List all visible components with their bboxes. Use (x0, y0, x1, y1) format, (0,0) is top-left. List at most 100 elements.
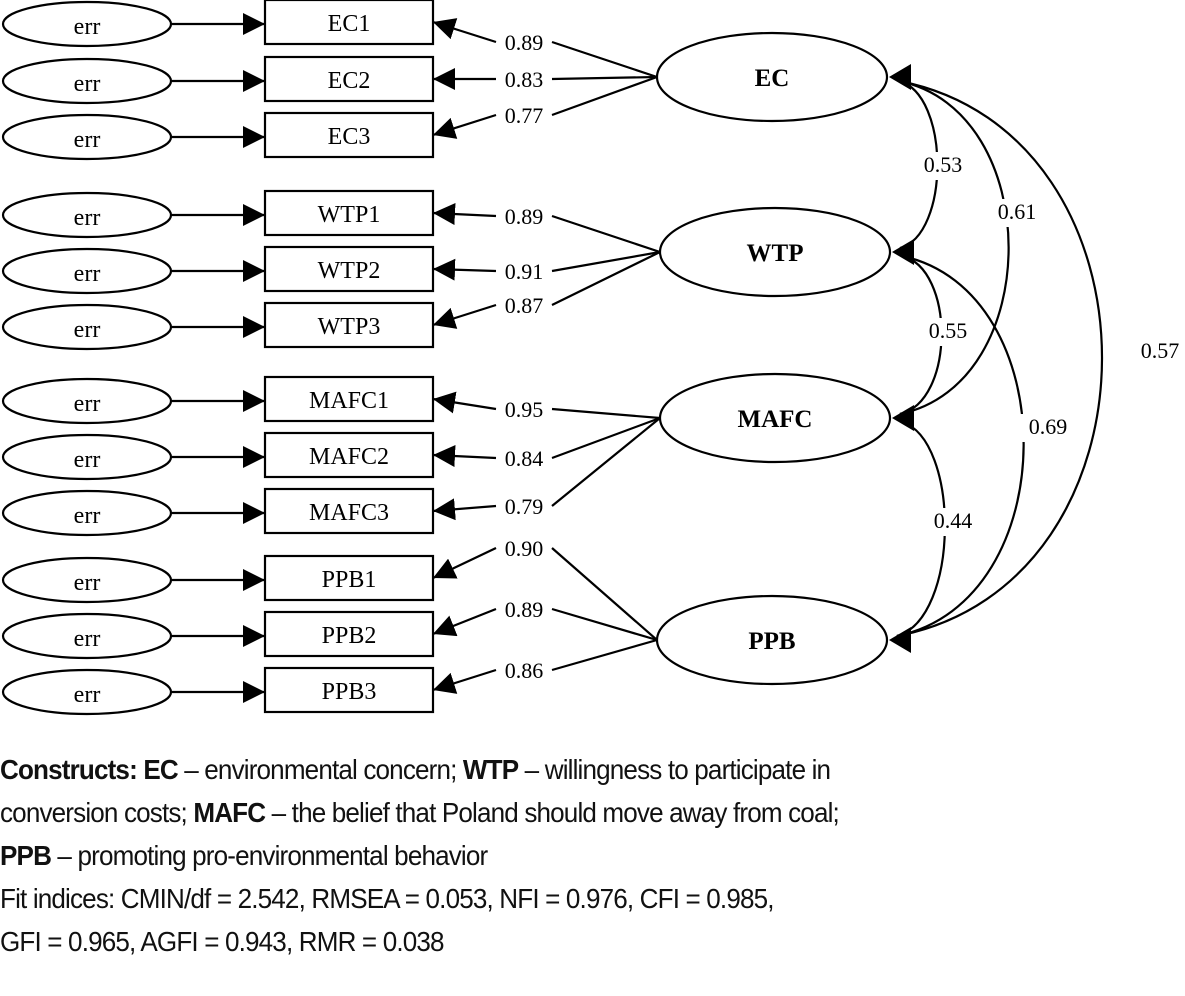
correlation-label-ec-ppb: 0.57 (1132, 338, 1185, 366)
indicator-label: WTP1 (318, 202, 381, 228)
correlation-label-mafc-ppb: 0.44 (925, 508, 981, 536)
indicator-wtp2: WTP2 (263, 245, 435, 293)
error-term-wtp2: err (1, 247, 173, 295)
latent-ppb: PPB (655, 594, 889, 686)
caption-line-3: PPB – promoting pro-environmental behavi… (0, 834, 1181, 877)
abbr-wtp: WTP (462, 754, 519, 785)
error-label: err (74, 570, 101, 596)
loading-arrow-wtp2 (432, 258, 497, 281)
correlation-path-ec-mafc (898, 79, 1010, 416)
indicator-box (263, 554, 435, 602)
error-label: err (74, 71, 101, 97)
correlation-value: 0.53 (924, 152, 963, 177)
error-ellipse (1, 0, 173, 48)
error-label: err (74, 503, 101, 529)
loading-value-mafc1: 0.95 (505, 397, 544, 422)
loading-path-ec3 (551, 75, 658, 117)
correlation-arrowhead-ec (889, 64, 911, 90)
indicator-box (263, 111, 435, 159)
loading-value-ec2: 0.83 (505, 67, 544, 92)
indicator-ppb3: PPB3 (263, 666, 435, 714)
label-background (925, 508, 981, 536)
def-wtp: – willingness to participate in (518, 754, 831, 785)
loading-path-mafc1 (551, 407, 661, 420)
label-background (1132, 338, 1185, 366)
error-label: err (74, 127, 101, 153)
label-background (989, 199, 1045, 227)
loading-value-wtp3: 0.87 (505, 293, 544, 318)
abbr-ppb: PPB (0, 840, 52, 871)
fit-indices-line-1: Fit indices: CMIN/df = 2.542, RMSEA = 0.… (0, 883, 774, 914)
error-ellipse (1, 303, 173, 351)
latent-ec: EC (655, 31, 889, 123)
indicator-label: MAFC1 (309, 388, 389, 414)
loading-path-wtp2 (551, 250, 661, 273)
indicator-box (263, 245, 435, 293)
indicator-wtp3: WTP3 (263, 301, 435, 349)
indicator-mafc3: MAFC3 (263, 487, 435, 535)
def-ppb: – promoting pro-environmental behavior (51, 840, 488, 871)
indicator-wtp1: WTP1 (263, 189, 435, 237)
caption-line-1: Constructs: EC – environmental concern; … (0, 748, 1181, 791)
loading-path-ppb1 (551, 547, 658, 641)
latent-label: PPB (748, 628, 795, 655)
indicator-label: EC2 (328, 68, 371, 94)
error-term-ppb1: err (1, 556, 173, 604)
error-label: err (74, 626, 101, 652)
error-ellipse (1, 191, 173, 239)
loading-arrow-mafc3 (432, 498, 497, 521)
loading-arrow-mafc1 (432, 391, 497, 414)
indicator-box (263, 375, 435, 423)
correlation-value: 0.69 (1029, 414, 1068, 439)
indicator-label: EC3 (328, 124, 371, 150)
indicator-label: PPB3 (322, 679, 377, 705)
error-label: err (74, 205, 101, 231)
label-background (915, 152, 971, 180)
error-ellipse (1, 57, 173, 105)
indicator-mafc1: MAFC1 (263, 375, 435, 423)
def-wtp-cont: conversion costs; (0, 797, 194, 828)
loading-value-mafc3: 0.79 (505, 494, 544, 519)
error-term-ec1: err (1, 0, 173, 48)
indicator-ec2: EC2 (263, 55, 435, 103)
loading-value-mafc2: 0.84 (505, 446, 544, 471)
latent-label: WTP (747, 240, 804, 267)
error-label: err (74, 317, 101, 343)
error-term-ec2: err (1, 57, 173, 105)
loading-arrow-ppb3 (432, 668, 497, 694)
correlation-label-wtp-ppb: 0.69 (1020, 414, 1076, 442)
indicator-ec3: EC3 (263, 111, 435, 159)
error-term-mafc2: err (1, 433, 173, 481)
latent-wtp: WTP (658, 206, 892, 298)
correlation-value: 0.55 (929, 318, 968, 343)
error-ellipse (1, 612, 173, 660)
caption-line-2: conversion costs; MAFC – the belief that… (0, 791, 1181, 834)
latent-ellipse (658, 372, 892, 464)
latent-ellipse (655, 31, 889, 123)
error-label: err (74, 261, 101, 287)
loading-value-ppb3: 0.86 (505, 658, 544, 683)
def-ec: – environmental concern; (177, 754, 463, 785)
loading-path-wtp3 (551, 251, 661, 306)
error-label: err (74, 14, 101, 40)
loading-path-ppb2 (551, 607, 658, 642)
loading-value-ec3: 0.77 (505, 103, 544, 128)
indicator-label: WTP3 (318, 314, 381, 340)
latent-ellipse (655, 594, 889, 686)
indicator-box (263, 189, 435, 237)
correlation-label-wtp-mafc: 0.55 (920, 318, 976, 346)
indicator-label: MAFC3 (309, 500, 389, 526)
latent-mafc: MAFC (658, 372, 892, 464)
error-ellipse (1, 556, 173, 604)
indicator-label: WTP2 (318, 258, 381, 284)
loading-path-mafc2 (551, 416, 661, 460)
loading-arrow-ec3 (432, 113, 497, 139)
indicator-ec1: EC1 (263, 0, 435, 46)
error-term-mafc1: err (1, 377, 173, 425)
loading-arrow-wtp3 (432, 303, 497, 329)
correlation-label-ec-wtp: 0.53 (915, 152, 971, 180)
indicator-ppb1: PPB1 (263, 554, 435, 602)
abbr-ec: EC (143, 754, 178, 785)
loading-arrow-ec1 (432, 18, 497, 44)
